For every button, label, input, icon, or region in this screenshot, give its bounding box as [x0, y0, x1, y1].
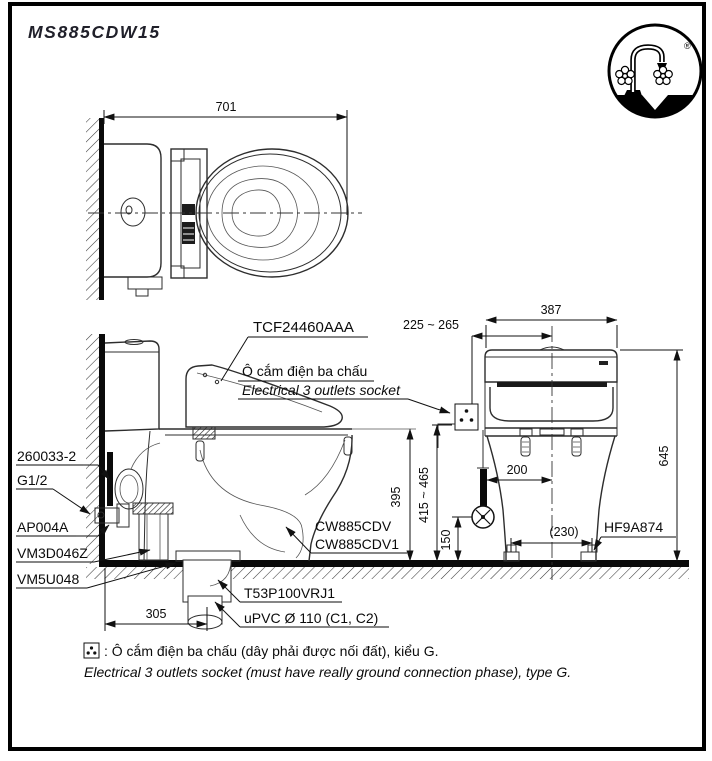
tank-brand-mark [599, 361, 608, 365]
wall-hatch [86, 334, 100, 564]
label-thread: G1/2 [17, 472, 48, 488]
dim-total-height: 645 [657, 446, 671, 467]
footnote-line-vi: : Ô cắm điện ba chấu (dây phải được nối … [104, 643, 439, 659]
top-view: 701 [86, 100, 362, 300]
label-hose: 260033-2 [17, 448, 76, 464]
footnote: : Ô cắm điện ba chấu (dây phải được nối … [83, 642, 571, 680]
label-seal: VM5U048 [17, 571, 79, 587]
label-bolt-cap: HF9A874 [604, 519, 663, 535]
label-seat-unit: TCF24460AAA [253, 319, 354, 336]
label-socket-vi: Ô cắm điện ba chấu [242, 363, 367, 379]
stop-valve-icon [471, 505, 495, 529]
three-dot-socket-icon [83, 642, 100, 659]
page-title: MS885CDW15 [28, 22, 161, 42]
dim-bolt-spacing: (230) [549, 525, 578, 539]
dim-rough-in: 305 [146, 607, 167, 621]
dim-valve-height: 150 [439, 530, 453, 551]
part-labels: TCF24460AAA Ô cắm điện ba chấu Electrica… [16, 319, 451, 628]
outlet-socket-icon [454, 403, 479, 431]
label-pipe: uPVC Ø 110 (C1, C2) [244, 610, 378, 626]
front-view: 387 225 ~ 265 [403, 303, 683, 580]
footnote-line-en: Electrical 3 outlets socket (must have r… [84, 664, 571, 680]
label-stop-valve: AP004A [17, 519, 69, 535]
dim-tank-width: 387 [541, 303, 562, 317]
water-saving-logo-icon: ® [607, 23, 703, 119]
label-drain-socket: T53P100VRJ1 [244, 585, 335, 601]
label-bowl-a: CW885CDV [315, 518, 392, 534]
label-bowl-b: CW885CDV1 [315, 536, 399, 552]
dim-socket-offset: 225 ~ 265 [403, 318, 459, 332]
floor [86, 560, 689, 579]
wall-hatch [86, 118, 100, 300]
dim-supply-offset: 200 [507, 463, 528, 477]
dim-rim-height: 395 [389, 487, 403, 508]
dim-supply-height: 415 ~ 465 [417, 467, 431, 523]
page-border [8, 2, 706, 751]
flower-icon [615, 65, 673, 86]
dim-top-width: 701 [216, 100, 237, 114]
label-flush-valve: VM3D046Z [17, 545, 88, 561]
label-socket-en: Electrical 3 outlets socket [242, 382, 401, 398]
registered-mark: ® [684, 41, 691, 51]
